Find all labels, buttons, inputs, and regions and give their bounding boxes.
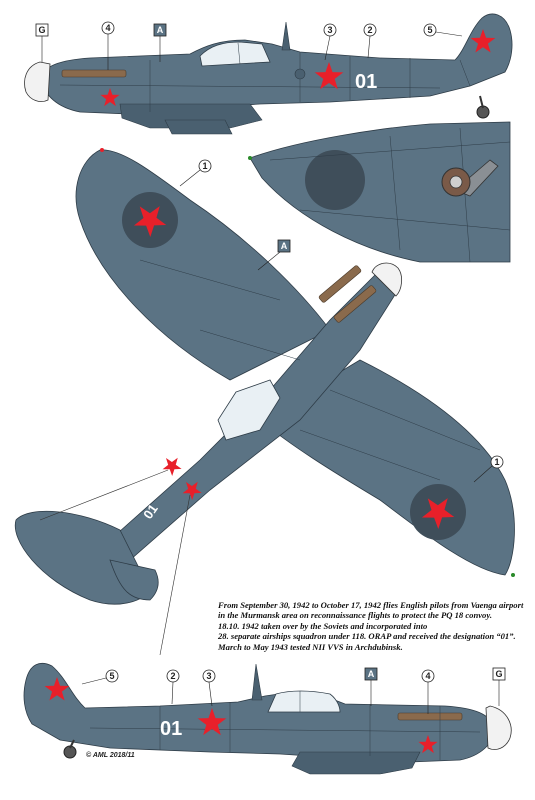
callout-box-a-planform: A bbox=[257, 239, 291, 271]
planform-view: 01 1 A 1 bbox=[14, 148, 515, 656]
right-profile-canopy bbox=[267, 690, 341, 713]
planform-code: 01 bbox=[140, 501, 161, 521]
right-profile-fin-star bbox=[44, 677, 70, 701]
svg-text:5: 5 bbox=[427, 25, 432, 35]
left-profile-antenna bbox=[281, 21, 291, 51]
svg-text:1: 1 bbox=[494, 457, 499, 467]
planform-star-fuselage-2 bbox=[182, 481, 202, 500]
right-profile-fuselage-star bbox=[197, 708, 227, 736]
svg-text:G: G bbox=[38, 25, 45, 35]
right-profile-nose-star bbox=[418, 735, 438, 754]
right-profile-exhaust bbox=[397, 712, 463, 721]
underside-detail-roundel bbox=[305, 150, 365, 210]
right-profile-spinner bbox=[485, 705, 512, 750]
planform-star-upper-wing bbox=[133, 206, 167, 237]
svg-text:3: 3 bbox=[327, 25, 332, 35]
left-profile-fin-star bbox=[470, 29, 496, 53]
planform-spinner bbox=[371, 262, 402, 297]
callout-box-a-top: A bbox=[153, 23, 167, 62]
right-side-profile: 01 5 2 3 A 4 G bbox=[23, 663, 512, 775]
callout-4-top: 4 bbox=[101, 21, 115, 70]
callout-4-bottom: 4 bbox=[421, 669, 435, 714]
right-profile-code: 01 bbox=[160, 718, 182, 740]
right-profile-antenna bbox=[251, 663, 263, 701]
caption-line: in the Murmansk area on reconnaissance f… bbox=[218, 610, 492, 621]
planform-canopy bbox=[217, 379, 281, 441]
svg-text:A: A bbox=[368, 669, 375, 679]
svg-text:4: 4 bbox=[425, 671, 430, 681]
left-profile-radiator bbox=[164, 119, 233, 135]
callout-box-a-bottom: A bbox=[364, 667, 378, 706]
left-profile-code: 01 bbox=[355, 71, 377, 93]
left-side-profile: 01 G 4 A 3 2 5 bbox=[24, 13, 513, 135]
left-profile-exhaust bbox=[61, 69, 127, 78]
callout-1-planform-lower: 1 bbox=[473, 455, 504, 483]
svg-text:A: A bbox=[157, 25, 164, 35]
underside-detail bbox=[248, 121, 511, 263]
svg-text:1: 1 bbox=[202, 161, 207, 171]
underside-detail-fuselage bbox=[249, 121, 511, 263]
right-profile-wing-root bbox=[291, 751, 421, 775]
caption-line: 28. separate airships squadron under 118… bbox=[218, 631, 516, 642]
caption-line: March to May 1943 tested NII VVS in Arch… bbox=[218, 641, 403, 652]
planform-tailplane bbox=[14, 510, 151, 605]
callout-3-bottom: 3 bbox=[202, 669, 216, 707]
svg-text:3: 3 bbox=[206, 671, 211, 681]
callout-5-top: 5 bbox=[423, 23, 463, 37]
caption-line: 18.10. 1942 taken over by the Soviets an… bbox=[218, 620, 428, 631]
svg-text:G: G bbox=[495, 669, 502, 679]
left-profile-nose-star bbox=[100, 88, 120, 107]
planform-star-fuselage-1 bbox=[162, 457, 182, 476]
history-caption: From September 30, 1942 to October 17, 1… bbox=[218, 600, 530, 652]
callout-box-g-bottom: G bbox=[492, 667, 506, 706]
svg-text:2: 2 bbox=[170, 671, 175, 681]
callout-2-top: 2 bbox=[363, 23, 377, 59]
callout-2-bottom: 2 bbox=[166, 669, 180, 705]
svg-text:A: A bbox=[281, 241, 288, 251]
planform-tailplane-right bbox=[109, 559, 159, 601]
svg-text:4: 4 bbox=[105, 23, 110, 33]
callout-box-g-top: G bbox=[35, 23, 49, 62]
left-profile-fuselage-star bbox=[314, 62, 344, 90]
callout-1-planform-upper: 1 bbox=[179, 159, 212, 187]
left-profile-spinner bbox=[24, 61, 51, 102]
svg-text:2: 2 bbox=[367, 25, 372, 35]
left-profile-wing-root bbox=[119, 103, 263, 129]
svg-text:5: 5 bbox=[109, 671, 114, 681]
left-profile-canopy bbox=[199, 41, 271, 67]
planform-star-lower-wing bbox=[421, 498, 455, 529]
copyright-notice: © AML 2018/11 bbox=[86, 752, 135, 759]
callout-3-top: 3 bbox=[323, 23, 337, 61]
caption-line: From September 30, 1942 to October 17, 1… bbox=[218, 600, 524, 610]
callout-5-bottom: 5 bbox=[81, 669, 119, 685]
